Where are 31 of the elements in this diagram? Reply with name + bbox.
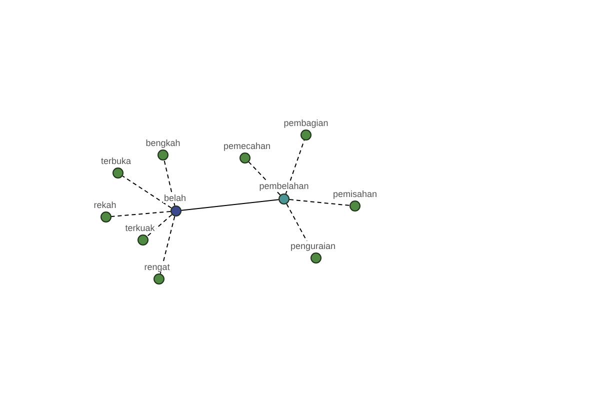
node-circle (100, 211, 112, 223)
node-label: penguraian (289, 241, 337, 251)
node-circle (239, 152, 251, 164)
dashed-connector (122, 176, 172, 208)
node-circle (278, 193, 290, 205)
node-circle (157, 149, 169, 161)
connector-line (180, 199, 280, 211)
dashed-connector (248, 161, 281, 196)
dashed-connector (146, 214, 172, 237)
node-circle (300, 129, 312, 141)
node-label: pemecahan (222, 141, 272, 151)
node-label: terbuka (100, 156, 132, 166)
node-label: rengat (143, 262, 171, 272)
node-circle (112, 167, 124, 179)
node-label: pemisahan (332, 189, 378, 199)
node-label: bengkah (144, 138, 182, 148)
node-label: pembagian (282, 118, 330, 128)
node-circle (170, 205, 182, 217)
node-label: rekah (92, 200, 118, 210)
dashed-connector (285, 140, 305, 194)
node-label: belah (162, 193, 188, 203)
dashed-connector (288, 199, 350, 206)
node-label: pembelahan (258, 181, 310, 191)
node-circle (310, 252, 322, 264)
dashed-connector (164, 160, 176, 206)
node-circle (349, 200, 361, 212)
node-circle (137, 234, 149, 246)
node-label: terkuak (124, 223, 156, 233)
node-circle (153, 273, 165, 285)
dashed-connector (110, 210, 172, 218)
dashed-connector (160, 216, 176, 274)
